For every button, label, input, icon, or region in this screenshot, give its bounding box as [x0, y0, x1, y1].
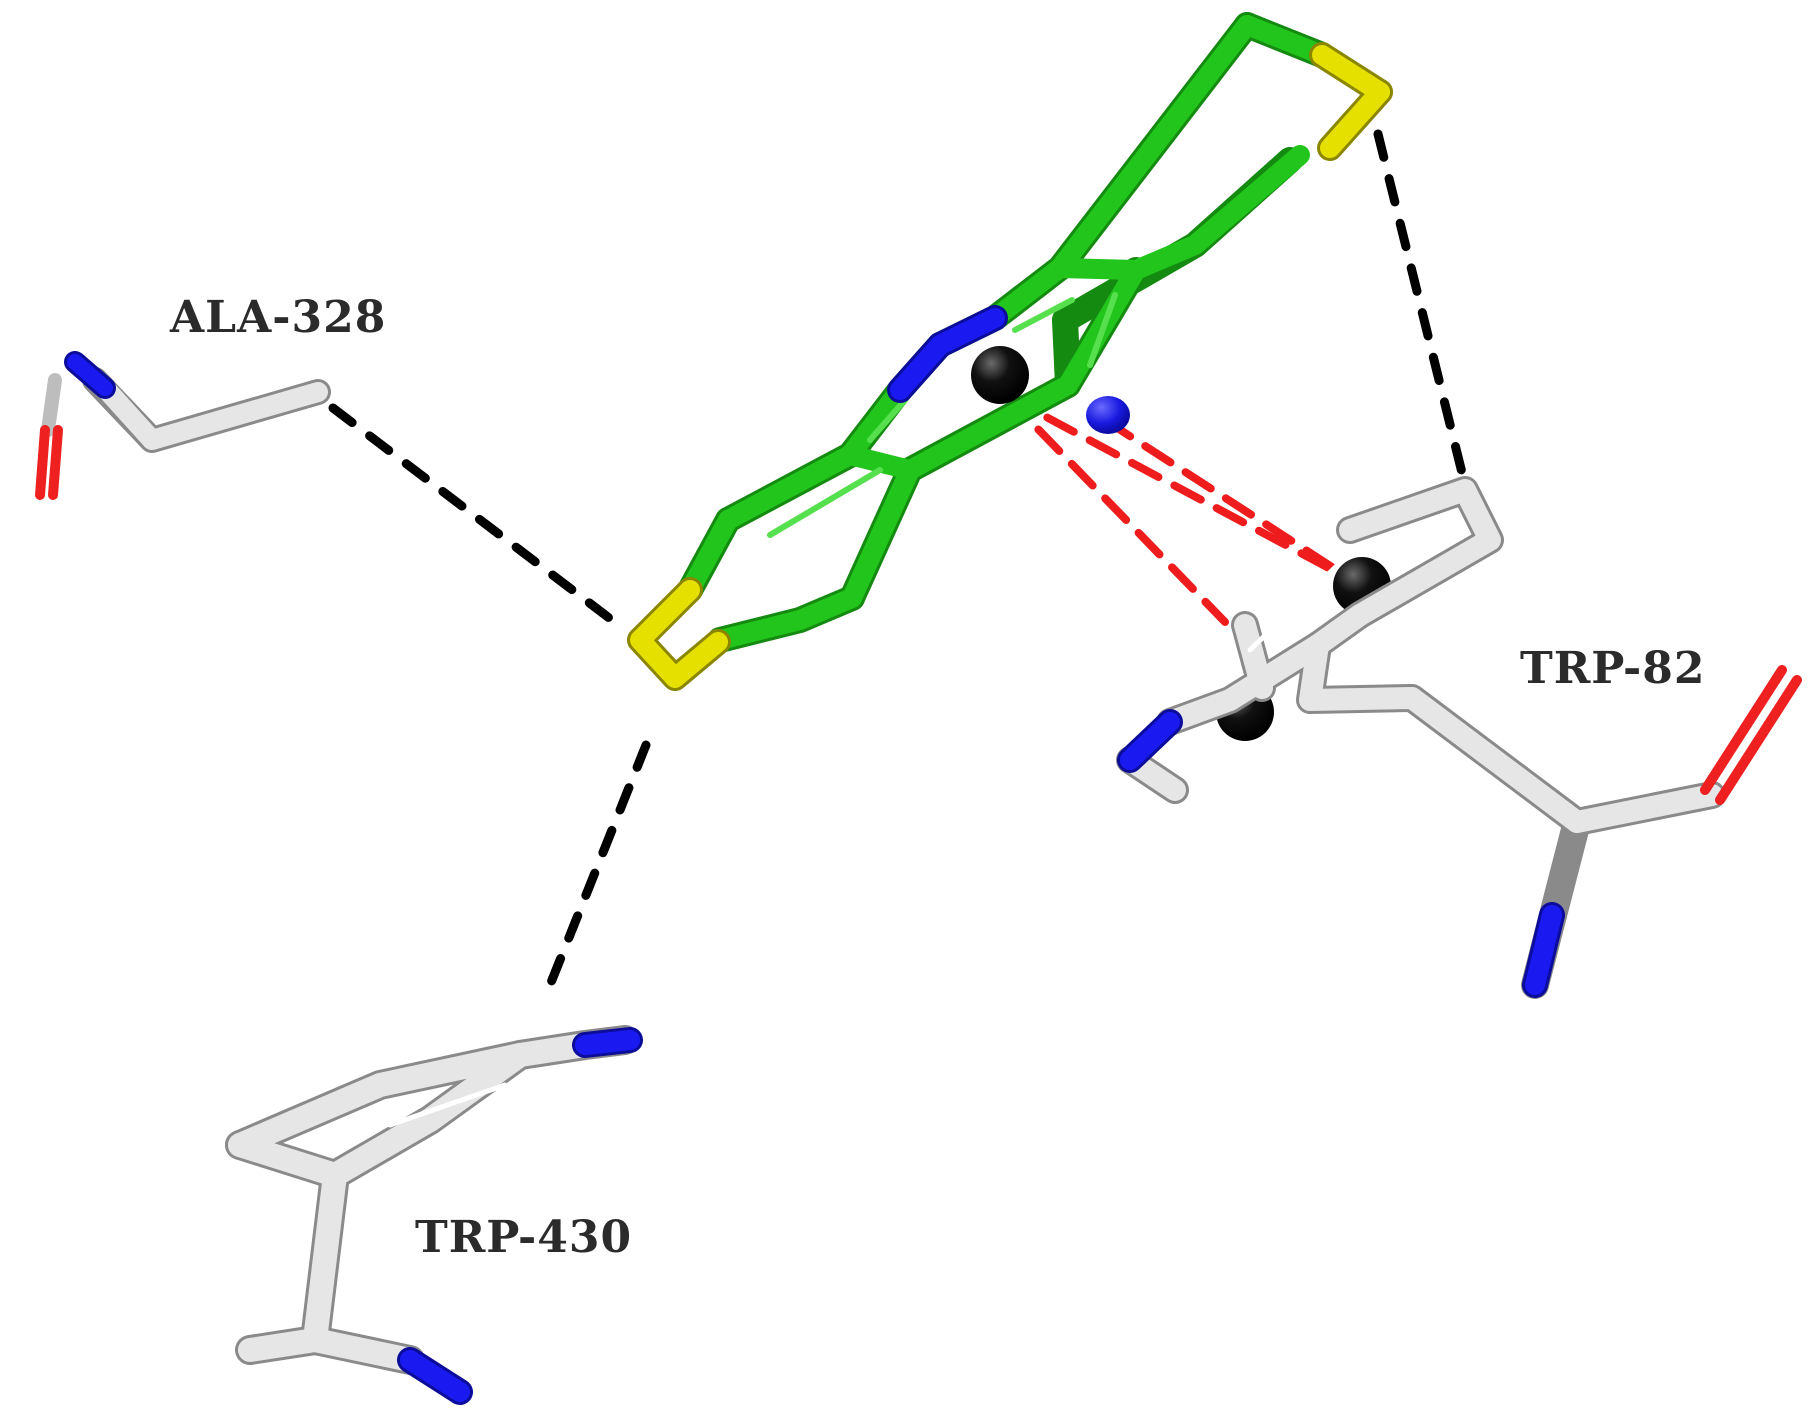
label-trp82: TRP-82 — [1520, 643, 1705, 694]
hydrophobic-contacts — [328, 129, 1475, 990]
label-ala328: ALA-328 — [169, 292, 386, 343]
pi-line-3 — [1101, 416, 1359, 586]
pi-line-2 — [1001, 391, 1359, 586]
pi-interactions — [1001, 391, 1359, 626]
contact-ala328-ligand — [328, 403, 630, 635]
pi-line-1 — [1001, 391, 1229, 626]
residue-ala328 — [35, 351, 331, 500]
ligand-nitrogen-atom — [1086, 396, 1130, 434]
ligand — [627, 12, 1393, 691]
label-trp430: TRP-430 — [415, 1212, 632, 1263]
residue-trp430 — [225, 1025, 643, 1405]
contact-ligand-trp82 — [1373, 129, 1475, 510]
residue-trp82 — [1116, 476, 1802, 999]
ligand-centroid — [971, 346, 1029, 404]
contact-ligand-trp430 — [545, 740, 651, 990]
